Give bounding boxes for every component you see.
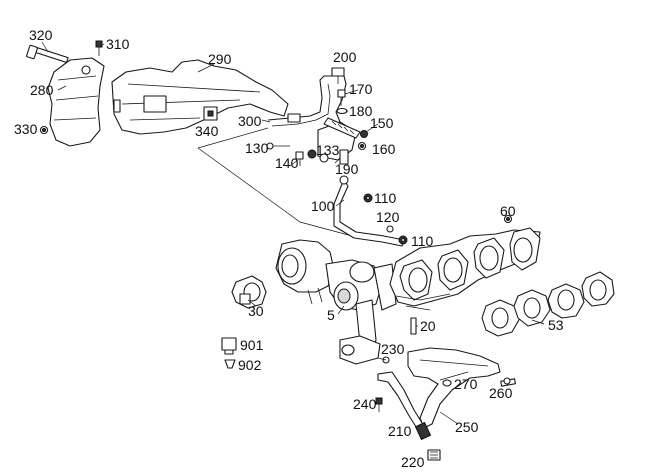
bracket-250[interactable] [407, 347, 501, 429]
seal-133[interactable] [307, 149, 329, 163]
callout-labels: 320 310 290 280 330 340 300 200 170 180 … [14, 27, 564, 470]
hose-220[interactable] [427, 449, 441, 461]
pipe-210[interactable] [377, 371, 432, 441]
callout-220: 220 [401, 454, 425, 470]
bolt-120[interactable] [386, 225, 394, 233]
callout-53: 53 [548, 317, 564, 333]
bolt-320[interactable] [26, 44, 69, 64]
banjo-190[interactable] [339, 149, 349, 165]
callout-270: 270 [454, 376, 478, 392]
callout-210: 210 [388, 423, 412, 439]
callout-30: 30 [248, 303, 264, 319]
callout-320: 320 [29, 27, 53, 43]
callout-300: 300 [238, 113, 262, 129]
reference-line [197, 127, 353, 237]
callout-340: 340 [195, 123, 219, 139]
bolt-140[interactable] [295, 151, 304, 166]
callout-100: 100 [311, 198, 335, 214]
callout-140: 140 [275, 155, 299, 171]
callout-110-upper: 110 [374, 190, 397, 206]
callout-130: 130 [245, 140, 269, 156]
cover-901[interactable] [221, 337, 237, 355]
callout-180: 180 [349, 103, 373, 119]
callout-20: 20 [420, 318, 436, 334]
callout-230: 230 [381, 341, 405, 357]
bolt-260[interactable] [500, 377, 516, 387]
bolt-170[interactable] [337, 89, 346, 106]
callout-60: 60 [500, 203, 516, 219]
bolt-310[interactable] [95, 40, 103, 56]
callout-902: 902 [238, 357, 262, 373]
clip-340[interactable] [203, 106, 218, 121]
callout-250: 250 [455, 419, 479, 435]
callout-200: 200 [333, 49, 357, 65]
gasket-53[interactable] [481, 271, 615, 337]
callout-160: 160 [372, 141, 396, 157]
nut-160[interactable] [357, 141, 367, 151]
nut-60[interactable] [503, 214, 513, 224]
nut-330[interactable] [39, 125, 49, 135]
hose-150[interactable] [323, 117, 368, 139]
callout-150: 150 [370, 115, 394, 131]
bolt-270[interactable] [442, 379, 452, 387]
callout-170: 170 [349, 81, 373, 97]
seal-110-upper[interactable] [363, 193, 373, 203]
callout-190: 190 [335, 161, 359, 177]
callout-260: 260 [489, 385, 513, 401]
heat-shield-290[interactable] [111, 59, 289, 135]
leader-lines [41, 41, 545, 425]
bolt-200[interactable] [331, 67, 345, 84]
oil-return-line[interactable] [267, 75, 357, 161]
callout-5: 5 [327, 307, 335, 323]
callout-330: 330 [14, 121, 38, 137]
seal-110-lower[interactable] [398, 235, 408, 245]
callout-133: 133 [316, 142, 340, 158]
exhaust-manifold-60[interactable] [389, 227, 541, 311]
callout-280: 280 [30, 82, 54, 98]
callout-120: 120 [376, 209, 400, 225]
callout-901: 901 [240, 337, 264, 353]
pipe-130[interactable] [266, 142, 290, 150]
callout-110-lower: 110 [411, 233, 434, 249]
washer-180[interactable] [336, 107, 348, 115]
callout-290: 290 [208, 51, 232, 67]
support-bracket-230[interactable] [339, 335, 381, 365]
plug-902[interactable] [224, 359, 236, 369]
actuator-30[interactable] [231, 275, 267, 309]
callout-310: 310 [106, 36, 130, 52]
turbocharger-5[interactable] [275, 239, 397, 351]
callout-240: 240 [353, 396, 377, 412]
stud-20[interactable] [410, 317, 417, 335]
bolt-240[interactable] [375, 397, 383, 412]
heat-shield-280[interactable] [47, 57, 105, 147]
